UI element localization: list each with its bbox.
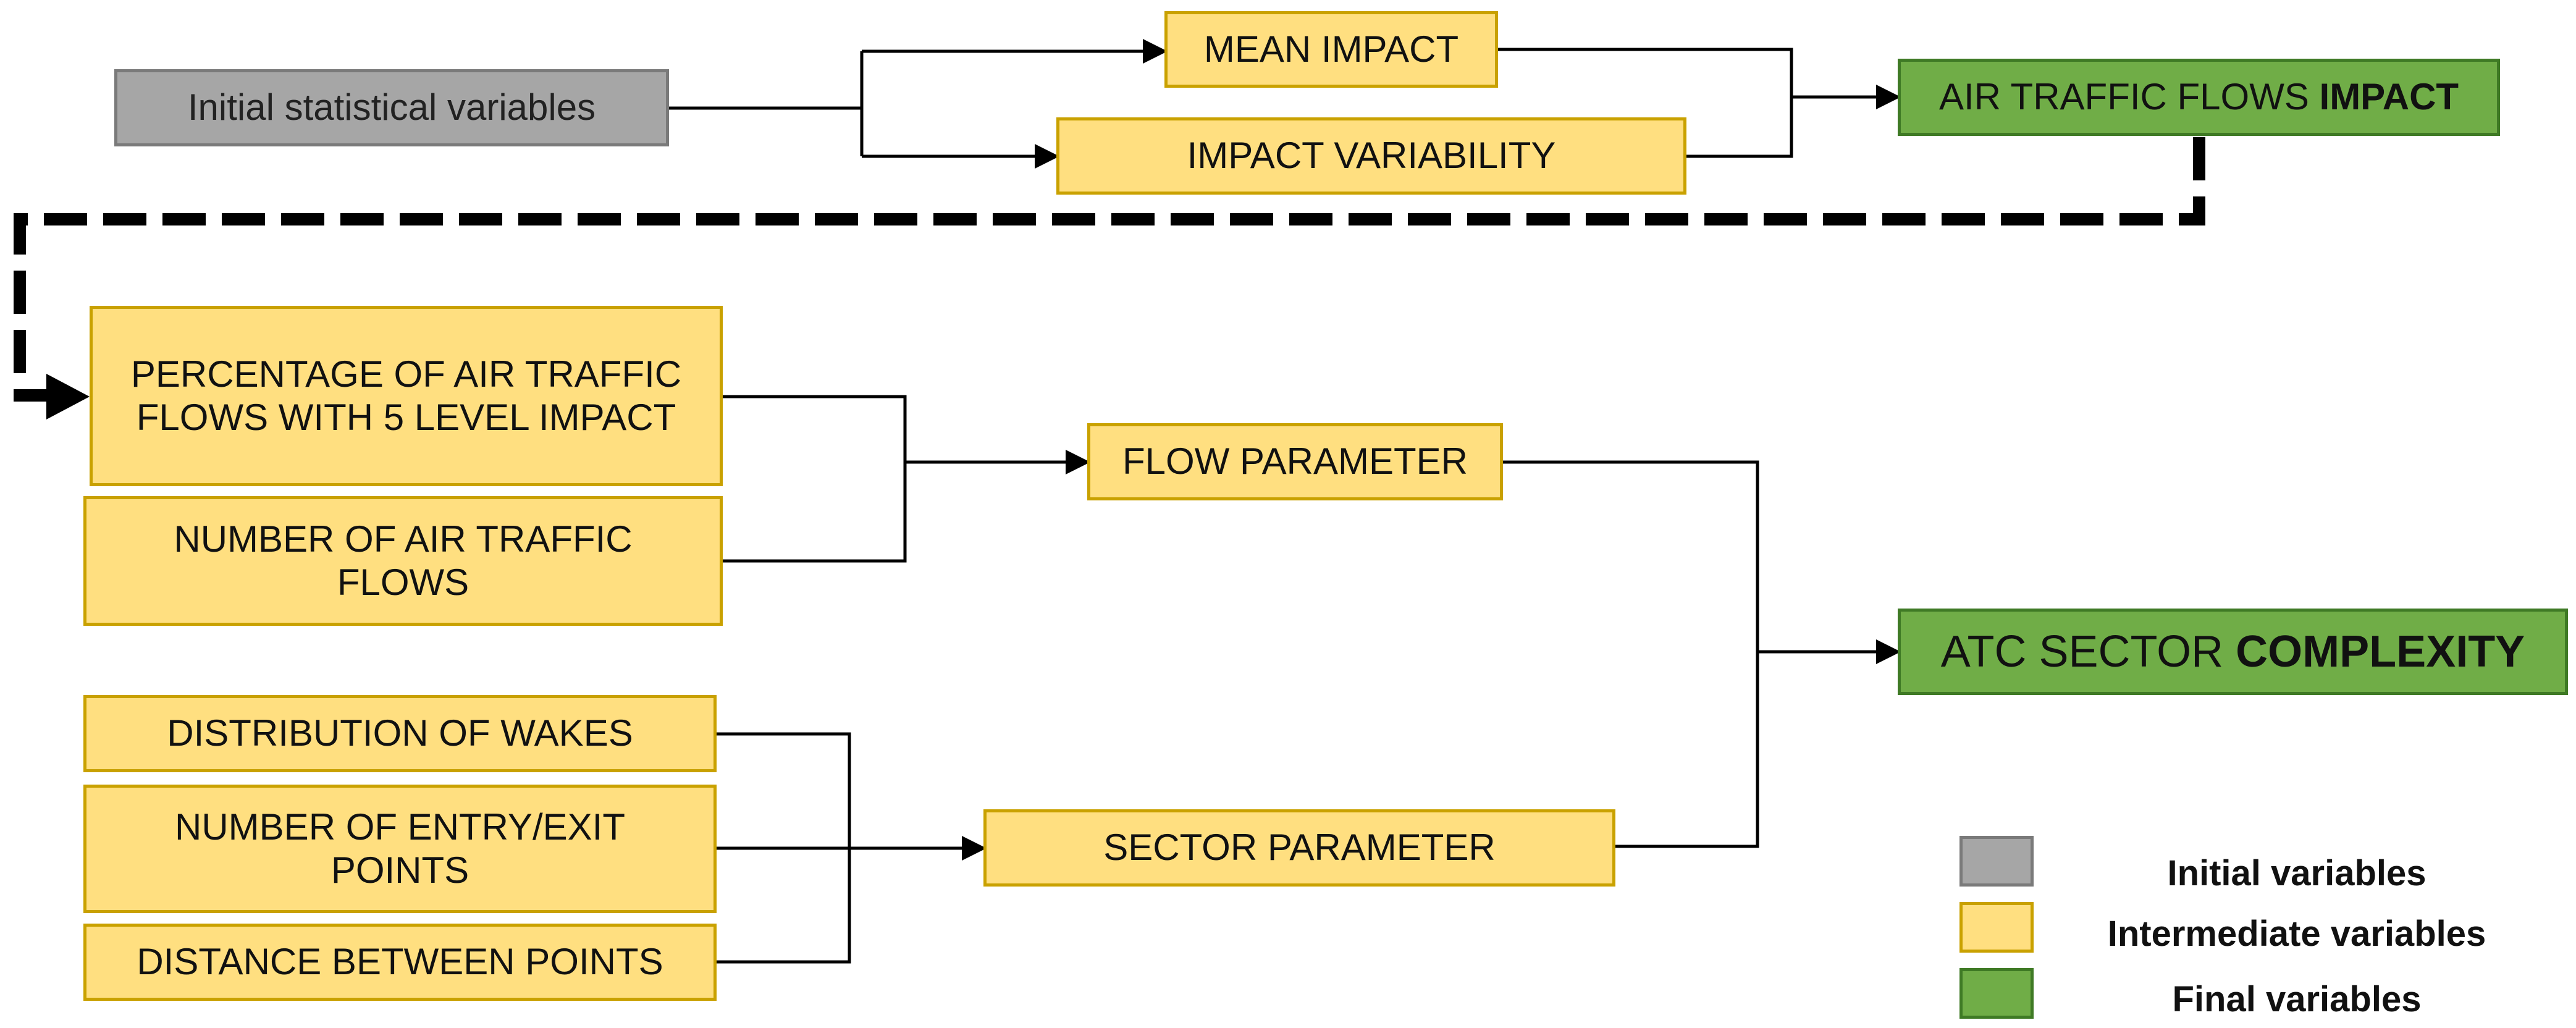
dashed-feedback-arrowhead xyxy=(46,374,90,419)
sector-parameter-label: SECTOR PARAMETER xyxy=(1103,827,1496,869)
dashed-feedback-path xyxy=(14,137,2205,402)
air-traffic-flows-impact-box: AIR TRAFFIC FLOWS IMPACT xyxy=(1898,59,2500,136)
entry-exit-points-box: NUMBER OF ENTRY/EXIT POINTS xyxy=(83,785,717,913)
connector-complexity-merge xyxy=(1503,460,1759,848)
mean-impact-box: MEAN IMPACT xyxy=(1164,11,1498,88)
legend-final-label: Final variables xyxy=(2172,979,2422,1019)
sector-parameter-box: SECTOR PARAMETER xyxy=(983,809,1615,887)
percentage-flows-label: PERCENTAGE OF AIR TRAFFIC FLOWS WITH 5 L… xyxy=(130,353,682,438)
percentage-flows-box: PERCENTAGE OF AIR TRAFFIC FLOWS WITH 5 L… xyxy=(90,306,723,486)
distribution-wakes-label: DISTRIBUTION OF WAKES xyxy=(167,712,633,754)
legend-intermediate-swatch xyxy=(1959,902,2034,953)
impact-variability-box: IMPACT VARIABILITY xyxy=(1056,117,1686,195)
number-flows-box: NUMBER OF AIR TRAFFIC FLOWS xyxy=(83,496,723,626)
air-traffic-flows-impact-label: AIR TRAFFIC FLOWS IMPACT xyxy=(1938,76,2459,118)
mean-impact-label: MEAN IMPACT xyxy=(1203,28,1459,70)
initial-statistical-variables-box: Initial statistical variables xyxy=(114,69,669,146)
distance-points-label: DISTANCE BETWEEN POINTS xyxy=(137,941,663,983)
flow-parameter-label: FLOW PARAMETER xyxy=(1122,440,1468,482)
legend-initial-swatch xyxy=(1959,836,2034,887)
connector-sector-merge xyxy=(717,732,851,964)
number-flows-label: NUMBER OF AIR TRAFFIC FLOWS xyxy=(174,518,633,603)
atc-sector-complexity-box: ATC SECTOR COMPLEXITY xyxy=(1898,609,2568,695)
flow-parameter-box: FLOW PARAMETER xyxy=(1087,423,1503,500)
distribution-wakes-box: DISTRIBUTION OF WAKES xyxy=(83,695,717,772)
impact-variability-label: IMPACT VARIABILITY xyxy=(1187,135,1556,177)
initial-statistical-variables-label: Initial statistical variables xyxy=(187,86,596,128)
distance-points-box: DISTANCE BETWEEN POINTS xyxy=(83,924,717,1001)
connector-impact-merge xyxy=(1498,48,1793,158)
legend-final-swatch xyxy=(1959,968,2034,1019)
connector-initial-split xyxy=(669,51,864,156)
legend-initial-label: Initial variables xyxy=(2167,853,2427,893)
legend-intermediate-label: Intermediate variables xyxy=(2107,914,2486,954)
atc-sector-complexity-label: ATC SECTOR COMPLEXITY xyxy=(1940,626,2525,676)
entry-exit-points-label: NUMBER OF ENTRY/EXIT POINTS xyxy=(175,806,625,891)
connector-flow-merge xyxy=(723,395,907,563)
